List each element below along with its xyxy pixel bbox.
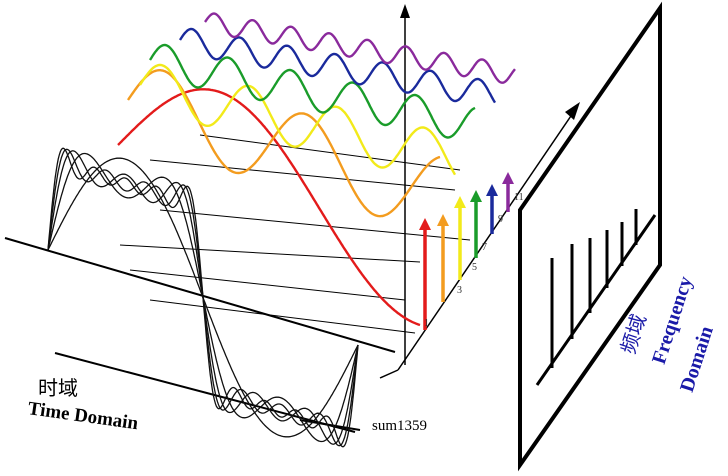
tick-9: 9 [498,214,503,225]
harmonic-wave-1 [117,88,421,327]
time-axis-base [299,419,361,431]
guide-line [149,299,416,334]
harmonic-wave-7 [148,43,476,139]
tick-3: 3 [457,285,462,296]
amplitude-arrows [419,172,514,330]
guide-line [129,269,406,301]
time-domain-cn-label: 时域 [38,376,78,400]
time-axis-front [4,237,396,353]
guide-line [199,134,461,171]
arrow-head-5 [454,196,466,208]
arrow-head-7 [470,190,482,202]
harmonic-waves [117,12,516,327]
arrow-head-3 [437,214,449,226]
guide-line [119,244,421,263]
frequency-axis-arrowhead [565,102,580,120]
tick-11: 11 [514,192,524,203]
frequency-axis [397,109,576,371]
spectrum-spikes [550,209,638,368]
arrow-head-11 [502,172,514,184]
harmonic-wave-5 [138,63,457,176]
arrow-head-1 [419,218,431,230]
frequency-axis-tail [379,369,399,379]
frequency-panel [518,1,662,472]
amplitude-axis-arrowhead [400,4,410,18]
guide-lines [119,134,471,334]
harmonic-wave-11 [204,12,516,84]
tick-7: 7 [482,242,487,253]
sum-label: sum1359 [372,418,428,434]
partial-sum-9 [47,147,359,448]
time-axis-bottom [54,352,356,433]
arrow-head-9 [486,184,498,196]
tick-5: 5 [472,262,477,273]
guide-line [159,209,471,241]
square-wave-sums [47,147,359,448]
tick-1: 1 [424,318,429,329]
harmonic-wave-9 [178,27,497,104]
guide-line [149,159,456,191]
